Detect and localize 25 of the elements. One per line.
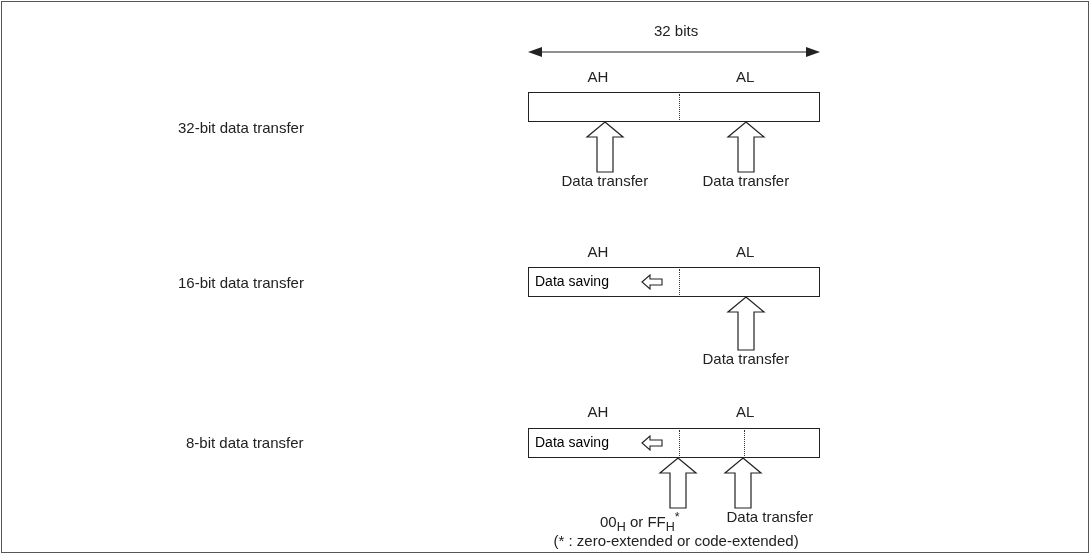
- register-text: Data saving: [535, 273, 609, 290]
- row-label: 16-bit data transfer: [178, 274, 304, 292]
- block-arrow: [658, 457, 698, 509]
- dimension-label: 32 bits: [654, 22, 699, 40]
- register-bar: [528, 267, 820, 297]
- arrow-caption: Data transfer: [561, 172, 649, 190]
- register-part-label: AL: [736, 68, 755, 86]
- register-text: Data saving: [535, 434, 609, 451]
- block-arrow: [726, 121, 766, 173]
- block-arrow: [585, 121, 625, 173]
- register-part-label: AL: [736, 403, 755, 421]
- row-label: 8-bit data transfer: [186, 434, 304, 452]
- block-arrow: [723, 457, 763, 509]
- row-label: 32-bit data transfer: [178, 119, 304, 137]
- register-part-label: AH: [587, 243, 609, 261]
- arrow-caption: Data transfer: [702, 350, 790, 368]
- register-part-label: AH: [587, 68, 609, 86]
- register-part-label: AL: [736, 243, 755, 261]
- register-part-label: AH: [587, 403, 609, 421]
- register-bar: [528, 428, 820, 458]
- arrow-caption: Data transfer: [702, 172, 790, 190]
- footnote: (* : zero-extended or code-extended): [553, 532, 799, 550]
- register-bar: [528, 92, 820, 122]
- block-arrow: [726, 296, 766, 351]
- arrow-caption: Data transfer: [726, 508, 814, 526]
